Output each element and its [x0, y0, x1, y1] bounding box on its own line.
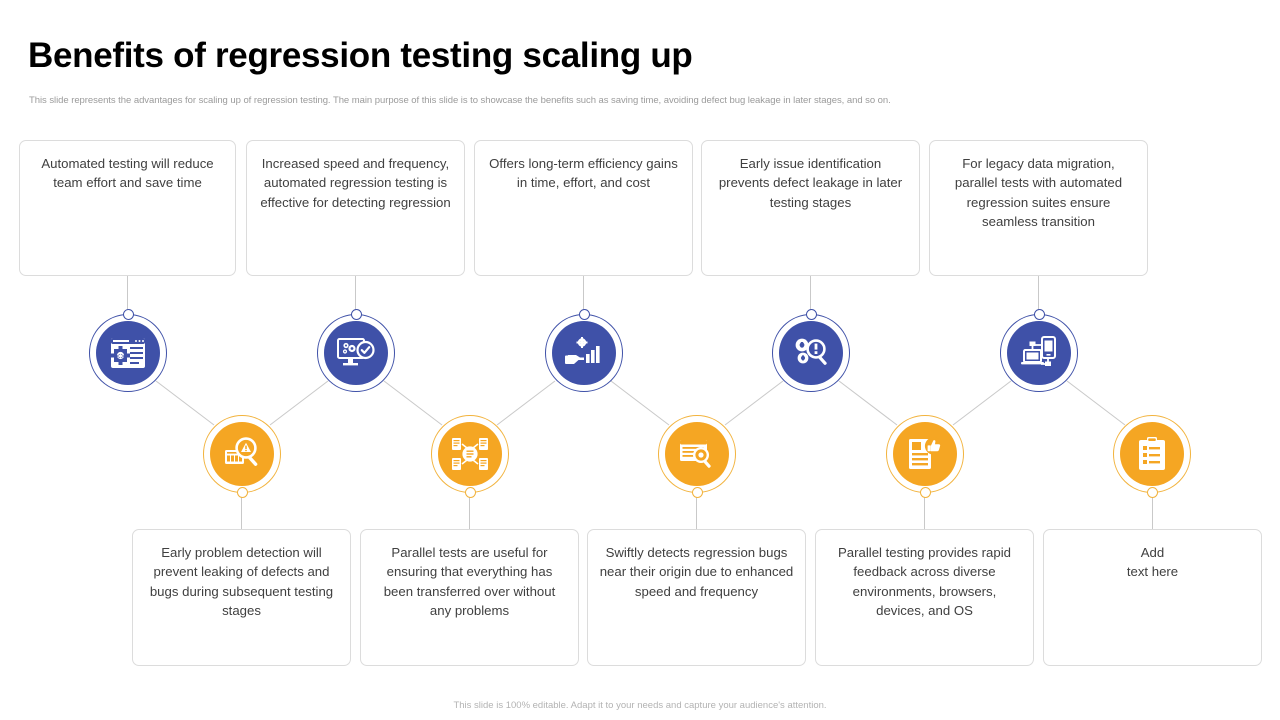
orange-node-2[interactable] [431, 415, 509, 498]
top-card-2[interactable]: Increased speed and frequency, automated… [246, 140, 465, 276]
svg-text:<>: <> [116, 354, 124, 362]
orange-node-5-disc [1120, 422, 1184, 486]
top-card-4-text: Early issue identification prevents defe… [718, 156, 903, 210]
blue-node-3[interactable] [545, 309, 623, 392]
bottom-card-4[interactable]: Parallel testing provides rapid feedback… [815, 529, 1034, 666]
blue-node-5-stud [1033, 309, 1045, 320]
document-thumbs-up-icon [907, 437, 943, 471]
orange-node-1-disc [210, 422, 274, 486]
blue-node-2-disc [324, 321, 388, 385]
blue-node-3-stud [578, 309, 590, 320]
orange-node-4-disc [893, 422, 957, 486]
laptop-mobile-network-icon [1020, 336, 1058, 370]
hand-growth-chart-gear-icon [565, 337, 603, 369]
bottom-card-2-text: Parallel tests are useful for ensuring t… [383, 545, 556, 619]
orange-node-2-disc [438, 422, 502, 486]
bottom-card-1[interactable]: Early problem detection will prevent lea… [132, 529, 351, 666]
top-card-5[interactable]: For legacy data migration, parallel test… [929, 140, 1148, 276]
bottom-card-1-text: Early problem detection will prevent lea… [149, 545, 334, 619]
bottom-card-5[interactable]: Add text here [1043, 529, 1262, 666]
top-card-3[interactable]: Offers long-term efficiency gains in tim… [474, 140, 693, 276]
orange-node-1[interactable] [203, 415, 281, 498]
bottom-card-5-text: Add text here [1126, 545, 1179, 580]
orange-node-1-stud [236, 487, 248, 498]
orange-node-3[interactable] [658, 415, 736, 498]
top-card-1[interactable]: Automated testing will reduce team effor… [19, 140, 236, 276]
blue-node-1-stud [122, 309, 134, 320]
blue-node-4-disc [779, 321, 843, 385]
orange-node-2-stud [464, 487, 476, 498]
top-card-1-text: Automated testing will reduce team effor… [41, 156, 214, 191]
top-card-2-text: Increased speed and frequency, automated… [260, 156, 451, 210]
blue-node-5[interactable] [1000, 309, 1078, 392]
browser-window-magnifier-icon [679, 438, 715, 470]
bottom-card-2[interactable]: Parallel tests are useful for ensuring t… [360, 529, 579, 666]
blue-node-2-stud [350, 309, 362, 320]
editable-note: This slide is 100% editable. Adapt it to… [453, 700, 827, 711]
orange-node-5[interactable] [1113, 415, 1191, 498]
bottom-card-3-text: Swiftly detects regression bugs near the… [599, 545, 794, 599]
orange-node-5-stud [1146, 487, 1158, 498]
orange-node-3-stud [691, 487, 703, 498]
bottom-card-3[interactable]: Swiftly detects regression bugs near the… [587, 529, 806, 666]
page-subtitle: This slide represents the advantages for… [29, 95, 891, 106]
orange-node-4[interactable] [886, 415, 964, 498]
blue-node-4[interactable] [772, 309, 850, 392]
code-window-gear-icon: <> [110, 337, 146, 369]
blue-node-4-stud [805, 309, 817, 320]
orange-node-4-stud [919, 487, 931, 498]
blue-node-2[interactable] [317, 309, 395, 392]
top-card-3-text: Offers long-term efficiency gains in tim… [489, 156, 678, 191]
orange-node-3-disc [665, 422, 729, 486]
clipboard-checklist-icon [1137, 437, 1167, 471]
parallel-documents-transfer-icon [451, 437, 489, 471]
bottom-card-4-text: Parallel testing provides rapid feedback… [837, 545, 1011, 619]
page-title: Benefits of regression testing scaling u… [28, 36, 693, 75]
blue-node-1[interactable]: <> [89, 309, 167, 392]
top-card-5-text: For legacy data migration, parallel test… [954, 156, 1123, 230]
blue-node-5-disc [1007, 321, 1071, 385]
blue-node-1-disc: <> [96, 321, 160, 385]
monitor-gears-check-icon [337, 337, 375, 369]
magnifier-warning-document-icon [224, 437, 260, 471]
gears-magnifier-alert-icon [793, 336, 829, 370]
blue-node-3-disc [552, 321, 616, 385]
top-card-4[interactable]: Early issue identification prevents defe… [701, 140, 920, 276]
